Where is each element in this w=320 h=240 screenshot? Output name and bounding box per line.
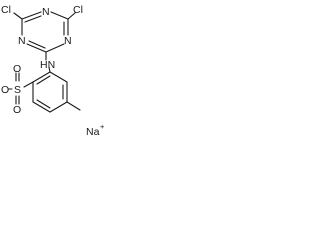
bond-ar-s: [23, 81, 34, 88]
bond-c1-n-top: [21, 11, 42, 20]
bond-ar-a-b: [49, 71, 68, 83]
bond-c5-n-left: [26, 43, 47, 53]
atom-n-left: N: [18, 35, 26, 47]
structure-canvas: Cl Cl N N N HN S O O O Na +: [0, 0, 116, 141]
bond-c5-n-left-inner: [28, 40, 46, 49]
bond-ar-d-e-inner: [36, 99, 51, 109]
atom-cl-right: Cl: [73, 4, 83, 16]
atom-nh: HN: [40, 59, 55, 71]
atom-n-right: N: [64, 35, 72, 47]
bond-ar-d-e: [32, 101, 51, 113]
bond-ar-c-d: [49, 101, 68, 113]
bond-n-right-c5: [45, 43, 65, 53]
molecule-diagram: Cl Cl N N N HN S O O O Na +: [1, 4, 105, 138]
atom-o-bottom: O: [13, 104, 21, 116]
atom-na: Na: [86, 126, 100, 138]
bond-methyl: [66, 101, 81, 111]
bond-ar-f-a-inner: [36, 75, 51, 85]
atom-o-top: O: [13, 63, 21, 75]
bond-n-top-c3: [50, 11, 69, 20]
atom-s: S: [14, 84, 21, 96]
atom-cl-left: Cl: [1, 4, 11, 16]
bond-ar-f-a: [32, 71, 51, 83]
bond-nh-ar: [48, 66, 51, 73]
atom-na-charge: +: [100, 122, 105, 131]
bond-c1-cl-left: [13, 12, 23, 20]
atom-n-top: N: [42, 6, 50, 18]
bond-c3-cl-right: [67, 12, 76, 20]
atom-o-left: O: [1, 84, 9, 96]
bond-c1-n-top-inner: [24, 15, 42, 23]
